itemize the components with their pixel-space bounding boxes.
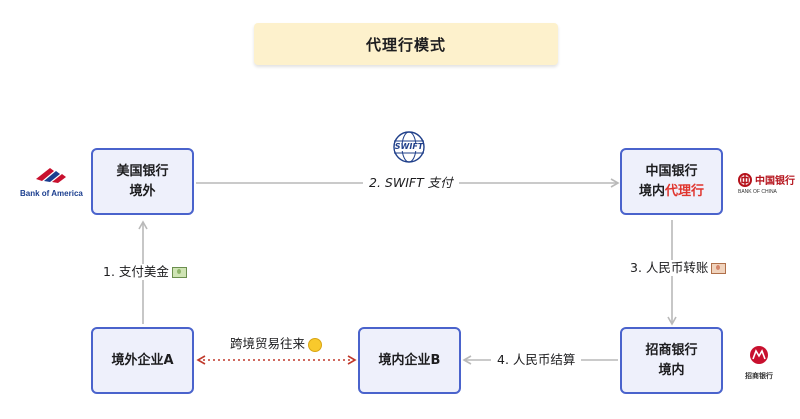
node-boa-name: 美国银行 — [116, 163, 169, 179]
edge-label-pay-usd: 1. 支付美金 — [97, 264, 193, 280]
bank-of-china-logo-en: BANK OF CHINA — [738, 189, 777, 195]
node-bank-of-america: 美国银行 境外 — [91, 148, 194, 215]
edge-label-trade-text: 跨境贸易往来 — [230, 336, 306, 351]
china-merchants-bank-logo: 招商银行 — [739, 345, 779, 380]
node-boc-name: 中国银行 — [645, 163, 698, 179]
bank-of-america-logo-text: Bank of America — [20, 189, 83, 198]
bank-of-china-emblem-icon — [738, 172, 752, 187]
edge-label-swift: 2. SWIFT 支付 — [363, 175, 459, 191]
edge-label-trade: 跨境贸易往来 — [224, 336, 329, 352]
swift-globe-icon — [393, 131, 425, 163]
node-domestic-company-label: 境内企业B — [378, 352, 441, 368]
china-merchants-bank-emblem-icon — [750, 346, 768, 364]
edge-label-rmb-transfer-text: 3. 人民币转账 — [630, 260, 709, 275]
node-cmb-region: 境内 — [658, 362, 685, 378]
edge-label-swift-text: 2. SWIFT 支付 — [369, 175, 453, 190]
swift-logo-text: SWIFT — [394, 142, 424, 151]
node-boa-region: 境外 — [129, 183, 156, 199]
dollar-note-icon — [171, 267, 187, 278]
node-boc-correspondent: 代理行 — [665, 183, 705, 199]
edge-label-rmb-transfer: 3. 人民币转账 — [624, 260, 733, 276]
node-boc-region: 境内 — [638, 183, 665, 199]
node-domestic-company: 境内企业B — [358, 327, 461, 394]
smile-emoji-icon — [308, 337, 323, 352]
bank-of-america-logo: Bank of America — [20, 165, 86, 199]
node-boc-role: 境内代理行 — [639, 182, 704, 202]
bank-of-america-flag-icon — [36, 168, 66, 183]
page-title: 代理行模式 — [254, 23, 558, 65]
node-foreign-company-label: 境外企业A — [111, 352, 174, 368]
edge-label-rmb-settle-text: 4. 人民币结算 — [497, 352, 576, 367]
china-merchants-bank-logo-text: 招商银行 — [745, 372, 773, 380]
node-cmb-name: 招商银行 — [645, 342, 698, 358]
node-bank-of-china: 中国银行 境内代理行 — [620, 148, 723, 215]
bank-of-china-logo: 中国银行 BANK OF CHINA — [738, 172, 796, 206]
node-foreign-company: 境外企业A — [91, 327, 194, 394]
bank-of-china-logo-cn: 中国银行 — [755, 176, 795, 187]
edge-label-pay-usd-text: 1. 支付美金 — [103, 264, 169, 279]
node-china-merchants-bank: 招商银行 境内 — [620, 327, 723, 394]
yuan-note-icon — [711, 263, 727, 274]
swift-logo: SWIFT — [392, 130, 426, 164]
edge-label-rmb-settle: 4. 人民币结算 — [491, 352, 582, 368]
